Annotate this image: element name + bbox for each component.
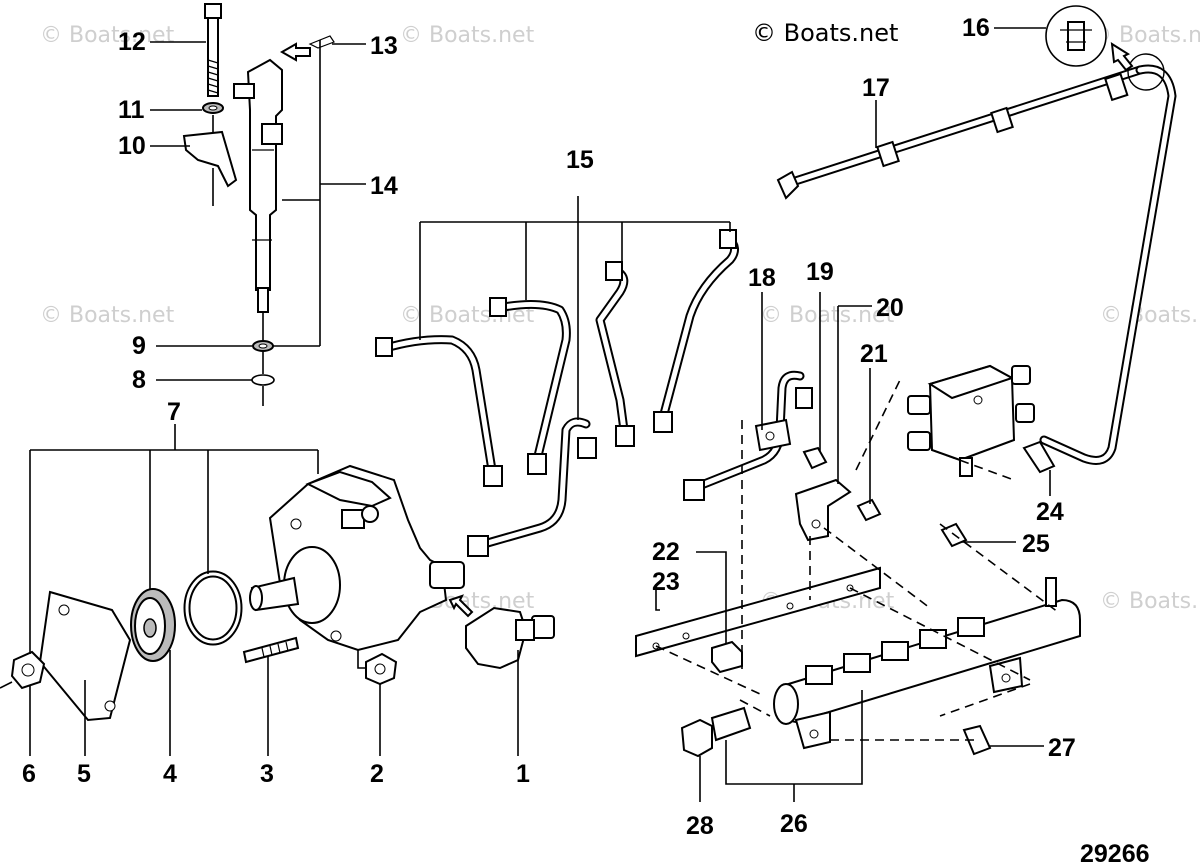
watermark: © Boats.net [40,23,175,48]
return-line [776,5,1177,465]
callout-19: 19 [806,258,834,286]
callout-3: 3 [260,760,274,788]
rail-assembly [635,364,1081,758]
callout-7: 7 [167,398,181,426]
callout-13: 13 [370,32,398,60]
watermark: © Boats.net [1090,23,1200,48]
callout-10: 10 [118,132,146,160]
callout-5: 5 [77,760,91,788]
callout-26: 26 [780,810,808,838]
pump-assembly [0,464,555,722]
callout-11: 11 [118,96,145,124]
callout-9: 9 [132,332,146,360]
callout-8: 8 [132,366,146,394]
figure-number: 29266 [1080,840,1150,866]
callout-22: 22 [652,538,680,566]
callout-numbers: 1 2 3 4 5 6 7 8 9 10 11 12 13 14 15 16 1… [22,14,1076,840]
callout-2: 2 [370,760,384,788]
callout-4: 4 [163,760,177,788]
callout-1: 1 [516,760,530,788]
callout-15: 15 [566,146,594,174]
callout-18: 18 [748,264,776,292]
callout-27: 27 [1048,734,1076,762]
callout-6: 6 [22,760,36,788]
callout-16: 16 [962,14,990,42]
callout-21: 21 [860,340,888,368]
callout-14: 14 [370,172,398,200]
watermark: © Boats.net [40,303,175,328]
callout-28: 28 [686,812,714,840]
watermark: © Boats.net [1100,589,1200,614]
callout-17: 17 [862,74,890,102]
watermark: © Boats.net [760,303,895,328]
injector-lines [375,229,739,557]
copyright-notice: © Boats.net [752,19,898,47]
callout-23: 23 [652,568,680,596]
callout-24: 24 [1036,498,1064,526]
watermark: © Boats.net [400,23,535,48]
leader-lines [29,27,1051,802]
callout-20: 20 [876,294,904,322]
callout-12: 12 [118,28,146,56]
callout-25: 25 [1022,530,1050,558]
watermark: © Boats.net [1100,303,1200,328]
injector-assembly [182,3,335,406]
assembly-guides [655,379,1059,741]
